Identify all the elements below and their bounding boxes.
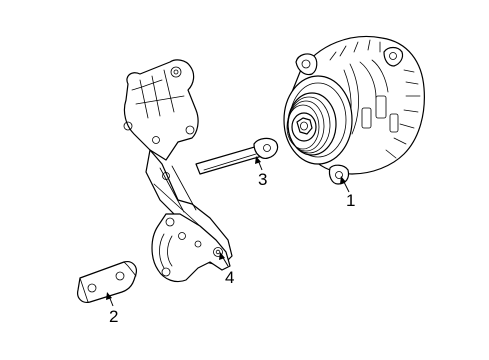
callout-1: 1	[340, 176, 355, 210]
callout-2-label: 2	[109, 307, 118, 326]
adjusting-rod[interactable]	[195, 137, 279, 175]
callout-1-label: 1	[346, 191, 355, 210]
mounting-bracket[interactable]	[123, 59, 233, 283]
callout-2: 2	[106, 292, 118, 326]
callout-4-label: 4	[225, 268, 234, 287]
callout-3: 3	[255, 156, 267, 189]
callout-4: 4	[219, 252, 234, 287]
callout-3-label: 3	[258, 170, 267, 189]
alternator[interactable]	[283, 35, 425, 185]
spacer-plate[interactable]	[77, 261, 137, 303]
